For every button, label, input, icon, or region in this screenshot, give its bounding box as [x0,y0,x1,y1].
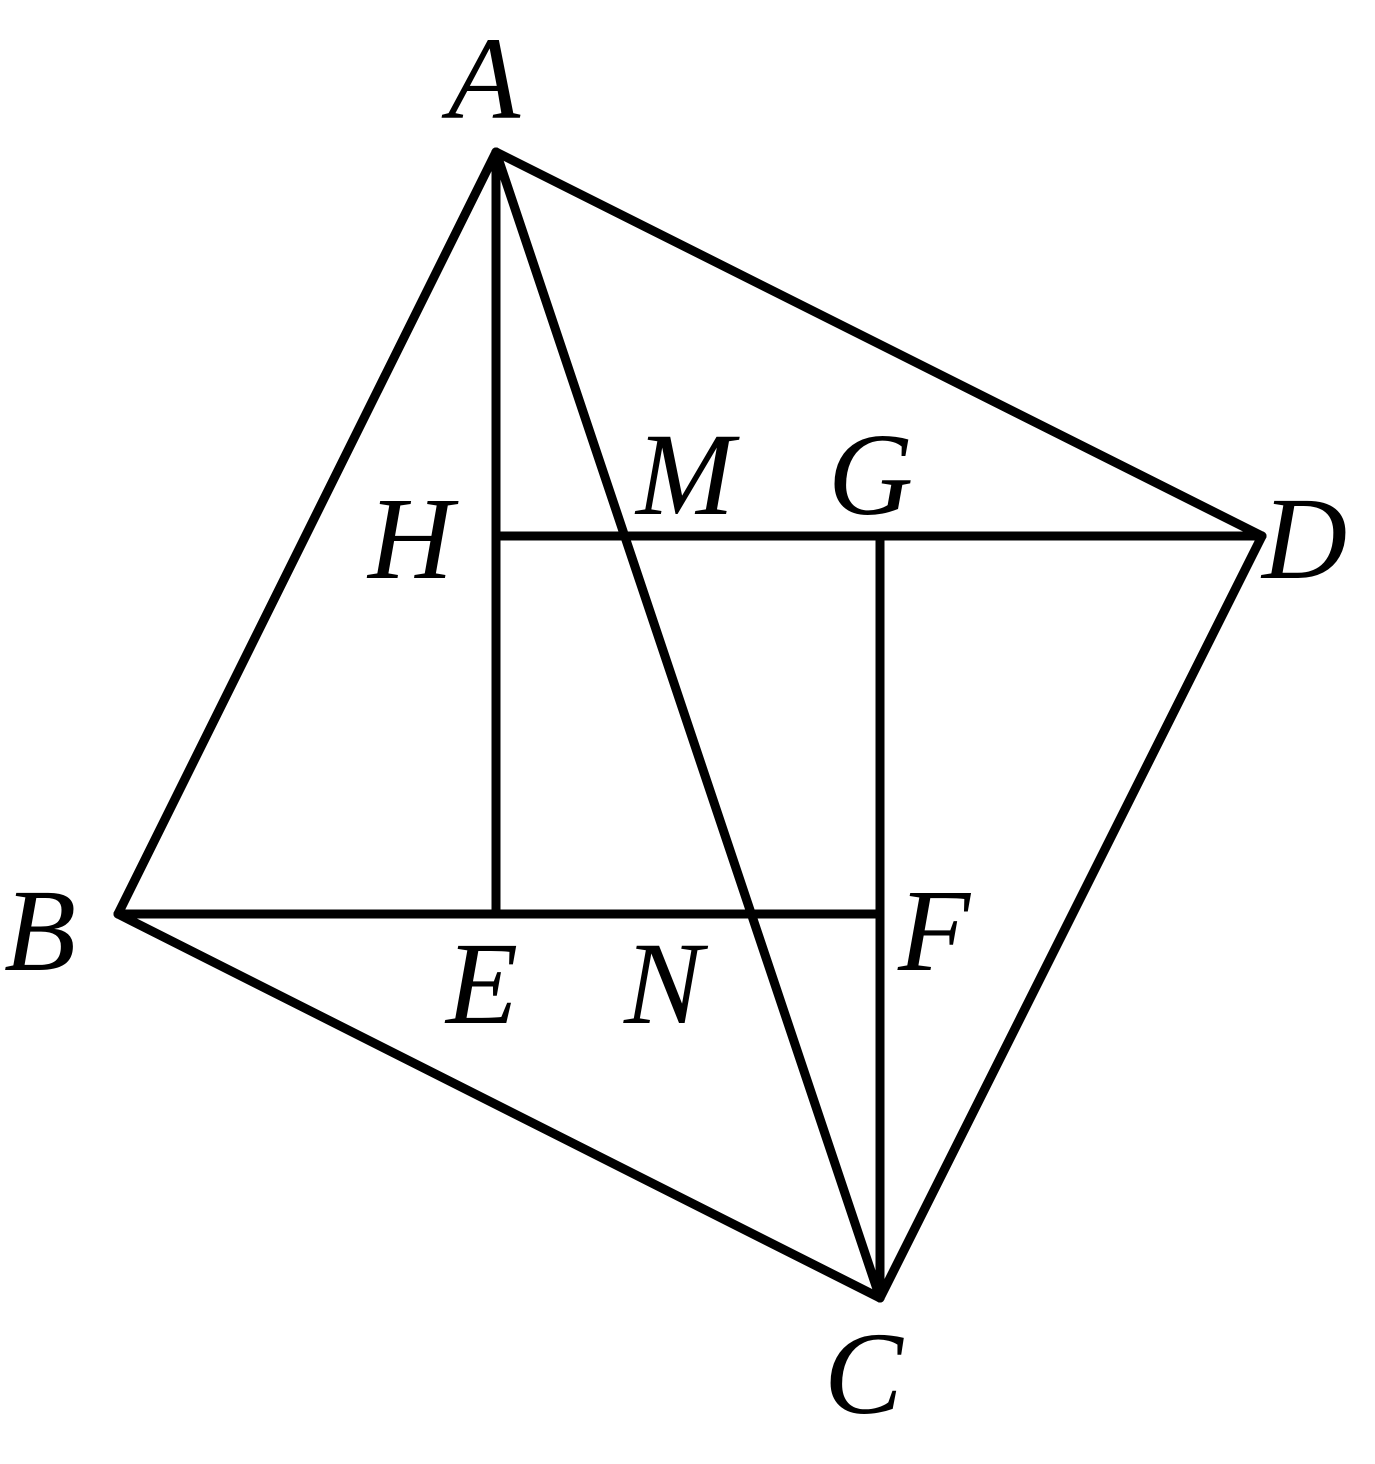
point-label-H: H [366,473,459,604]
point-label-F: F [897,865,972,996]
point-label-E: E [444,918,518,1049]
segment-CD [875,531,1267,1303]
segment-AC [491,147,885,1303]
figure-labels: A B C D E F G H M N [4,13,1347,1439]
point-label-M: M [634,409,740,540]
point-label-G: G [828,409,913,540]
point-label-N: N [623,918,709,1049]
point-label-A: A [441,13,521,144]
point-label-B: B [4,865,76,996]
point-label-D: D [1260,473,1347,604]
segment-BC [113,909,885,1303]
point-label-C: C [824,1308,904,1439]
figure-segments [113,147,1267,1303]
segment-DA [491,147,1267,541]
segment-AB [113,147,501,919]
